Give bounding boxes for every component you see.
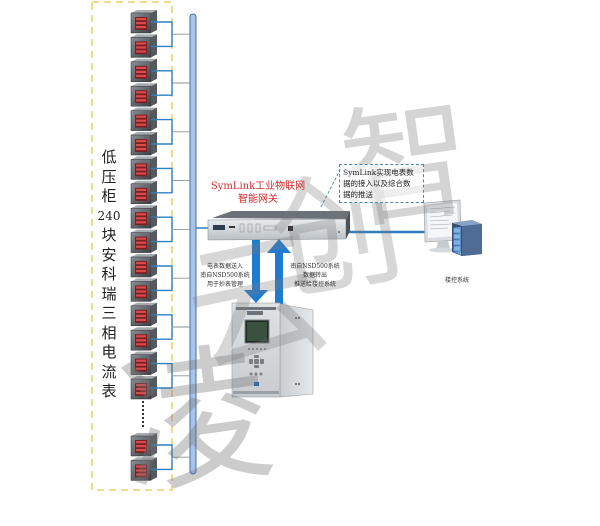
meter-pair-link xyxy=(151,70,190,96)
gateway-port xyxy=(229,226,235,228)
ellipsis-dot xyxy=(141,420,145,424)
gateway-ethernet-port xyxy=(288,226,293,231)
flow-down-note-line3: 用于抄表管理 xyxy=(206,281,243,288)
current-meter[interactable] xyxy=(130,180,157,205)
current-meter[interactable] xyxy=(130,132,157,156)
symlink-gateway[interactable] xyxy=(207,211,350,241)
current-meter[interactable] xyxy=(130,156,157,180)
cabinet-label-char: 柜 xyxy=(101,187,117,205)
callout-line2: 据的接入以及综合数 xyxy=(343,179,411,188)
server-icon xyxy=(452,220,482,256)
current-meter[interactable] xyxy=(130,376,157,400)
cabinet-label-char: 安 xyxy=(101,245,117,264)
rs485-bus xyxy=(189,13,197,475)
nsd500-device[interactable] xyxy=(231,302,314,398)
cabinet-label-char: 电 xyxy=(101,343,117,361)
current-meter[interactable] xyxy=(130,278,157,302)
current-meter[interactable] xyxy=(130,351,157,375)
symlink-callout: SymLink实现电表数 据的接入以及综合数 据的推送 xyxy=(339,164,424,203)
current-meter[interactable] xyxy=(130,34,157,58)
meter-pair-link xyxy=(151,265,190,292)
ellipsis-dot xyxy=(141,400,145,404)
meters-layer xyxy=(130,10,190,481)
meter-pair-link xyxy=(151,362,190,389)
current-meter[interactable] xyxy=(130,457,157,481)
flow-down-note-line1: 电表数据送入 xyxy=(206,263,243,270)
gateway-title-line2: 智能网关 xyxy=(238,194,278,205)
flow-up-note-line1: 南自NSD500系统 xyxy=(290,263,340,270)
ellipsis-dots xyxy=(141,400,145,428)
current-meter[interactable] xyxy=(130,302,157,327)
ellipsis-dot xyxy=(141,416,145,420)
meter-pair-link xyxy=(151,444,190,471)
current-meter[interactable] xyxy=(130,58,157,83)
bms-label: 楼控系统 xyxy=(444,277,469,284)
callout-line3: 据的推送 xyxy=(343,190,373,199)
flow-up-note-line3: 推送给楼控系统 xyxy=(293,281,336,288)
cabinet-label-char: 流 xyxy=(101,362,117,381)
flow-down-note: 电表数据送入 南自NSD500系统 用于抄表管理 xyxy=(196,262,254,289)
cabinet-label-char: 相 xyxy=(101,323,117,342)
cabinet-label-char: 240 xyxy=(97,208,121,223)
callout-pointer xyxy=(320,167,342,208)
gateway-display xyxy=(213,225,225,230)
ellipsis-dot xyxy=(141,404,145,408)
meter-pair-link xyxy=(151,167,190,194)
cabinet-label-char: 科 xyxy=(101,265,117,283)
cabinet-label-char: 低 xyxy=(101,148,117,166)
meter-pair-link xyxy=(151,118,190,145)
diagram-canvas xyxy=(91,1,482,491)
arrow-down-to-nsd500 xyxy=(244,240,268,303)
current-meter[interactable] xyxy=(130,327,157,351)
callout-line1: SymLink实现电表数 xyxy=(343,168,414,177)
flow-down-note-line2: 南自NSD500系统 xyxy=(200,272,250,279)
ellipsis-dot xyxy=(141,424,145,428)
current-meter[interactable] xyxy=(130,10,157,34)
current-meter[interactable] xyxy=(130,205,157,229)
flow-up-note-line2: 数据转出 xyxy=(302,272,327,279)
cabinet-label-char: 表 xyxy=(101,382,117,400)
gateway-title: SymLink工业物联网 智能网关 xyxy=(206,180,310,206)
meter-pair-link xyxy=(151,21,190,48)
meter-pair-link xyxy=(151,314,190,340)
cabinet-label-char: 瑞 xyxy=(101,284,117,303)
cabinet-label-char: 压 xyxy=(101,167,117,186)
current-meter[interactable] xyxy=(130,83,157,107)
arrow-up-to-gateway xyxy=(267,239,291,304)
ellipsis-dot xyxy=(141,412,145,416)
cabinet-label-char: 块 xyxy=(101,226,117,244)
current-meter[interactable] xyxy=(130,254,157,278)
nsd500-keypad xyxy=(249,355,264,376)
cabinet-boundary xyxy=(91,1,173,491)
bms-workstation[interactable] xyxy=(423,199,482,256)
gateway-title-line1: SymLink工业物联网 xyxy=(210,181,306,192)
cabinet-label: 低压柜 240 块安科瑞三相电流表 xyxy=(97,148,121,402)
flow-up-note: 南自NSD500系统 数据转出 推送给楼控系统 xyxy=(284,262,346,289)
ellipsis-dot xyxy=(141,408,145,412)
meter-pair-link xyxy=(151,216,190,243)
cabinet-label-char: 三 xyxy=(101,304,117,322)
